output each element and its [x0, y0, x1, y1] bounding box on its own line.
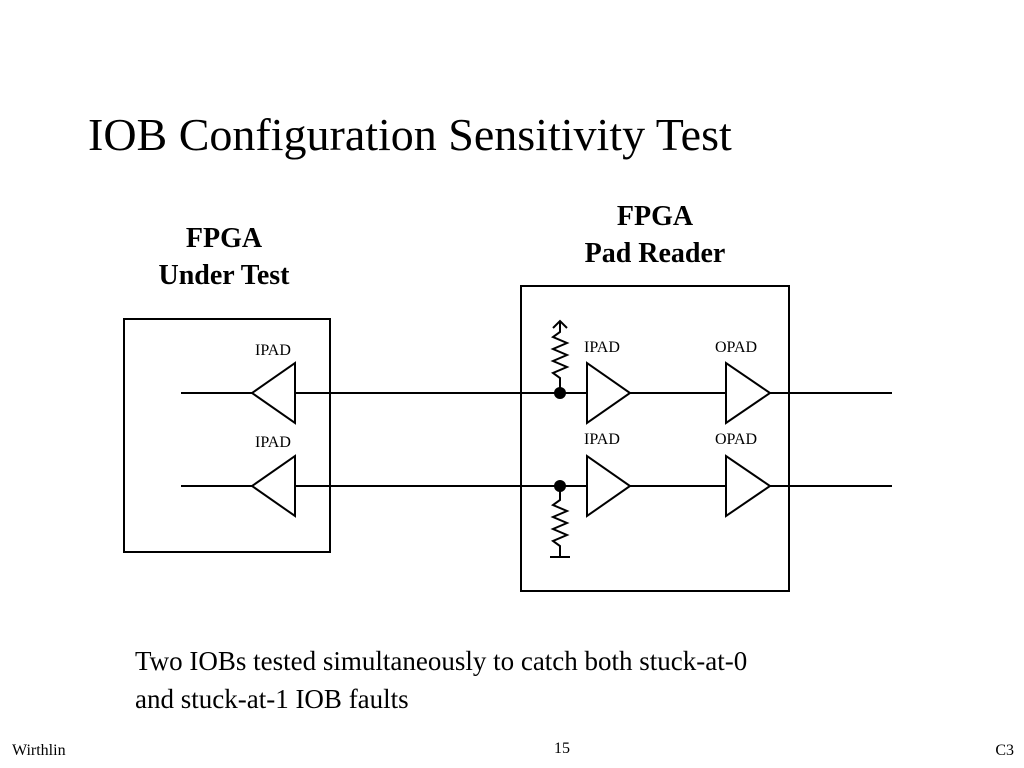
dut-label-line-2: Under Test [158, 260, 290, 291]
reader-opad-label-2: OPAD [715, 431, 758, 448]
footer-section: C3 [995, 742, 1014, 759]
caption-line-2: and stuck-at-1 IOB faults [135, 684, 409, 714]
junction-dot-2 [554, 480, 566, 492]
dut-block [123, 318, 331, 553]
dut-ipad-buffer-1 [250, 361, 296, 425]
reader-ipad-buffer-2 [586, 454, 632, 518]
slide-caption: Two IOBs tested simultaneously to catch … [135, 642, 747, 718]
caption-line-1: Two IOBs tested simultaneously to catch … [135, 646, 748, 676]
reader-opad-buffer-2 [725, 454, 772, 518]
reader-label-line-2: Pad Reader [584, 238, 726, 269]
reader-ipad-label-1: IPAD [584, 339, 620, 356]
fpga-under-test-label: FPGA Under Test [124, 220, 324, 294]
dut-ipad-label-2: IPAD [255, 434, 291, 451]
dut-ipad-label-1: IPAD [255, 342, 291, 359]
slide-title: IOB Configuration Sensitivity Test [88, 109, 732, 160]
footer-page-number: 15 [554, 740, 570, 757]
reader-opad-buffer-1 [725, 361, 772, 425]
pull-up-resistor [550, 322, 570, 393]
junction-dot-1 [554, 387, 566, 399]
vcc-arrow [552, 319, 568, 329]
reader-block [520, 285, 790, 592]
footer-author: Wirthlin [12, 742, 66, 759]
reader-ipad-label-2: IPAD [584, 431, 620, 448]
dut-ipad-buffer-2 [250, 454, 296, 518]
reader-ipad-buffer-1 [586, 361, 632, 425]
reader-label-line-1: FPGA [616, 201, 694, 232]
dut-label-line-1: FPGA [185, 223, 263, 254]
pull-down-resistor [550, 486, 570, 556]
reader-opad-label-1: OPAD [715, 339, 758, 356]
fpga-pad-reader-label: FPGA Pad Reader [555, 198, 755, 272]
